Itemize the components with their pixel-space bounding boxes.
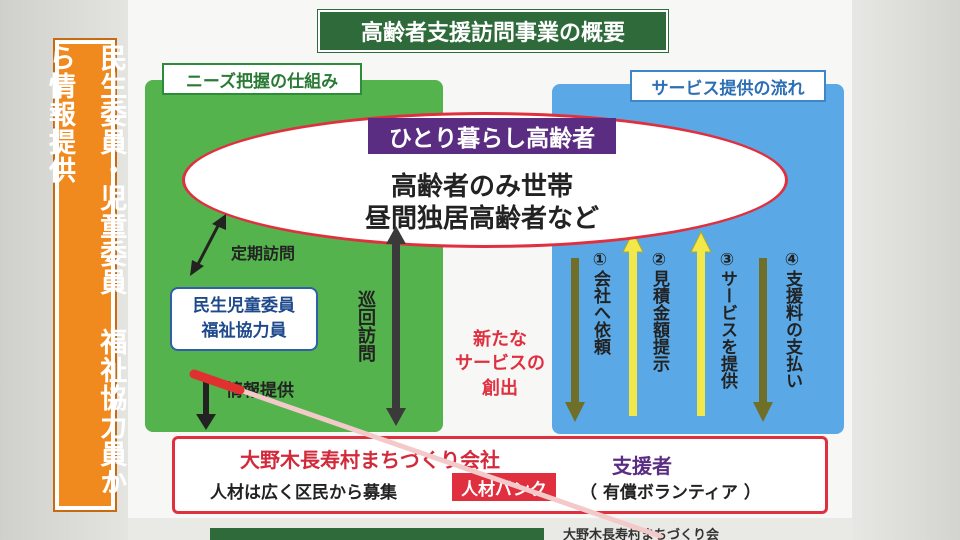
new-service-line-3: 創出 <box>482 377 518 399</box>
side-banner: 民生委員・児童委員 福祉協力員から情報提供 <box>44 40 126 510</box>
member-line-1: 民生児童委員 <box>193 296 295 317</box>
info-provide-label: 情報提供 <box>226 381 294 401</box>
pointer-stick <box>189 369 663 539</box>
step-arrow-2 <box>622 230 644 416</box>
step-arrow-1 <box>565 258 585 422</box>
step-arrows <box>565 230 773 422</box>
new-service-text: 新たな サービスの 創出 <box>448 328 552 401</box>
supporter-label: 支援者 <box>612 454 672 478</box>
new-service-line-2: サービスの <box>455 353 545 375</box>
regular-visit-arrow <box>190 214 226 276</box>
elderly-title: ひとり暮らし高齢者 <box>368 118 616 154</box>
volunteer-text: （ 有償ボランティア ） <box>580 483 761 503</box>
step-4-label: ④支援料の支払い <box>782 250 802 389</box>
step-2-label: ②見積金額提示 <box>649 250 669 372</box>
talent-bank-badge: 人材バンク <box>452 473 556 501</box>
company-name: 大野木長寿村まちづくり会社 <box>240 448 500 472</box>
info-provide-arrow <box>196 380 216 430</box>
recruit-text: 人材は広く区民から募集 <box>210 483 397 503</box>
step-arrow-3 <box>690 230 712 416</box>
elderly-line-2: 昼間独居高齢者など <box>364 204 599 234</box>
diagram-title: 高齢者支援訪問事業の概要 <box>318 10 668 52</box>
step-1-label: ①会社へ依頼 <box>590 250 610 355</box>
needs-label: ニーズ把握の仕組み <box>162 63 362 95</box>
patrol-visit-label: 巡回訪問 <box>355 290 376 362</box>
flow-label: サービス提供の流れ <box>630 70 826 102</box>
left-arrows <box>190 214 406 430</box>
elderly-line-1: 高齢者のみ世帯 <box>390 172 573 202</box>
background-right <box>852 0 960 540</box>
lower-partial-text: 大野木長寿村まちづくり会 <box>563 528 720 540</box>
member-box: 民生児童委員 福祉協力員 <box>170 287 318 351</box>
lower-title-bar <box>210 528 544 540</box>
step-3-label: ③サービスを提供 <box>717 250 737 389</box>
patrol-visit-arrow <box>386 226 406 426</box>
member-line-2: 福祉協力員 <box>201 321 287 341</box>
regular-visit-label: 定期訪問 <box>231 244 296 263</box>
new-service-line-1: 新たな <box>473 329 527 350</box>
step-arrow-4 <box>753 258 773 422</box>
